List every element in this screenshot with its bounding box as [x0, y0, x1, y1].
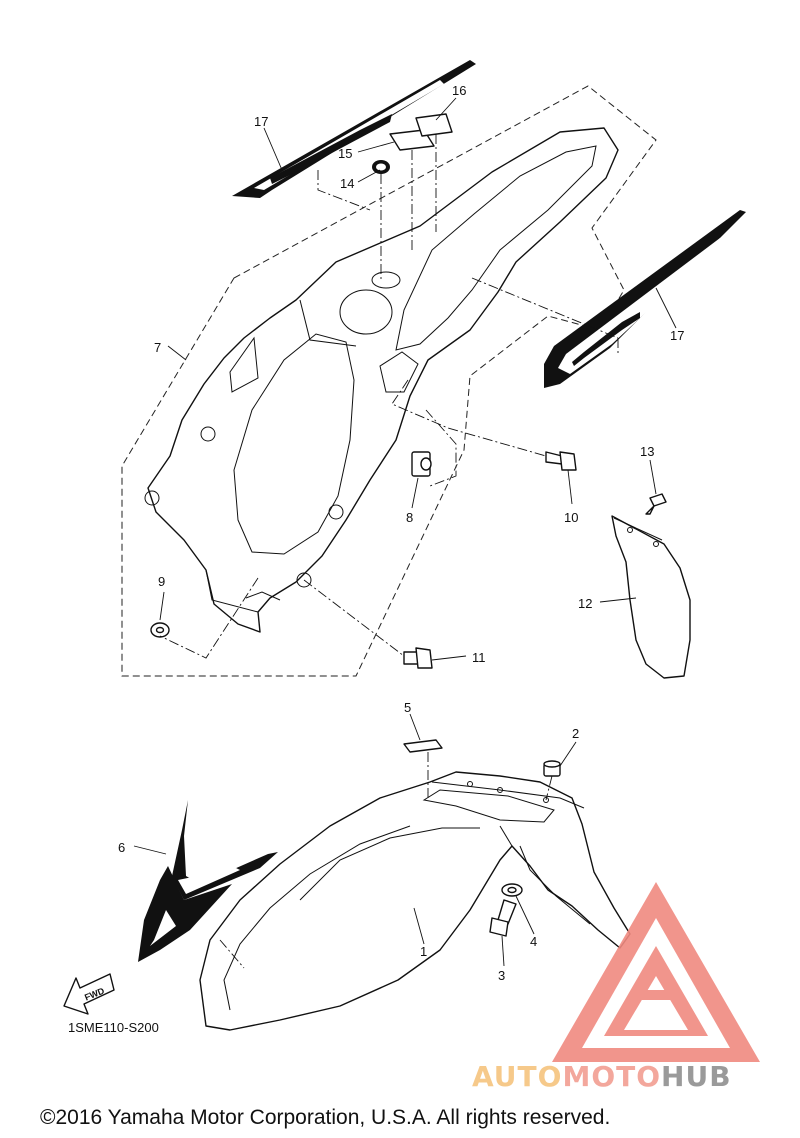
watermark-brand: AUTOMOTOHUB: [472, 1060, 732, 1093]
mud-flap-12: [611, 515, 691, 679]
callout-17-upper: 17: [254, 114, 268, 129]
callout-6: 6: [118, 840, 125, 855]
leader-lines: [133, 97, 677, 969]
bolt-10: [545, 451, 577, 471]
callout-17-right: 17: [670, 328, 684, 343]
callout-4: 4: [530, 934, 537, 949]
callout-5: 5: [404, 700, 411, 715]
callout-3: 3: [498, 968, 505, 983]
graphic-17-right: [544, 210, 746, 388]
label-16: [415, 113, 453, 137]
diagram-code: 1SME110-S200: [68, 1020, 159, 1035]
callout-7: 7: [154, 340, 161, 355]
watermark-moto: MOTO: [562, 1060, 661, 1093]
callout-11: 11: [472, 650, 486, 665]
emblem-14: [372, 160, 390, 174]
screw-13: [645, 493, 667, 515]
nut-8: [411, 451, 432, 477]
rear-fender-group-boundary: [121, 85, 657, 677]
callout-15: 15: [338, 146, 352, 161]
graphic-6: [138, 800, 278, 962]
watermark-hub: HUB: [661, 1060, 732, 1093]
callout-16: 16: [452, 83, 466, 98]
callout-8: 8: [406, 510, 413, 525]
fwd-arrow: FWD: [63, 973, 115, 1015]
rear-fender: [144, 127, 619, 633]
front-fender: [199, 771, 631, 1031]
plate-5: [403, 739, 443, 753]
callout-12: 12: [578, 596, 592, 611]
washer-9: [150, 622, 170, 638]
callout-2: 2: [572, 726, 579, 741]
graphic-17-left: [232, 60, 476, 198]
collar-4: [501, 883, 523, 897]
bolt-3: [489, 899, 517, 937]
copyright-notice: ©2016 Yamaha Motor Corporation, U.S.A. A…: [40, 1106, 610, 1129]
bolt-11: [403, 647, 433, 669]
nut-2: [543, 760, 561, 777]
callout-labels: 17 16 15 14 7 17 13 8 10 9 12 11 5 2 6 1…: [118, 83, 684, 983]
callout-1: 1: [420, 944, 427, 959]
watermark-auto: AUTO: [472, 1060, 562, 1093]
callout-13: 13: [640, 444, 654, 459]
watermark-logo: [552, 882, 760, 1062]
callout-9: 9: [158, 574, 165, 589]
callout-14: 14: [340, 176, 354, 191]
callout-10: 10: [564, 510, 578, 525]
